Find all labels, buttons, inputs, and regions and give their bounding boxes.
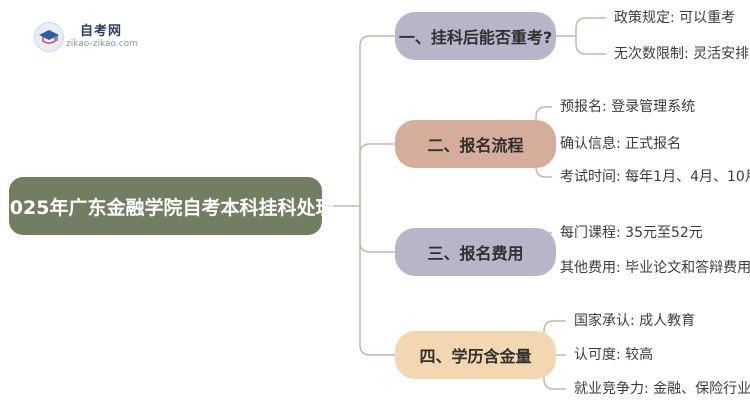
site-logo[interactable]: 自考网 zikao-zikao.com (28, 18, 168, 54)
leaf-node: 其他费用: 毕业论文和答辩费用 (560, 260, 750, 276)
branch-node-degree-value: 四、学历含金量 (395, 331, 556, 379)
leaf-node: 政策规定: 可以重考 (614, 10, 736, 26)
leaf-node: 认可度: 较高 (574, 347, 654, 363)
leaf-node: 国家承认: 成人教育 (574, 313, 696, 329)
connector-root-branch-4 (359, 206, 395, 356)
leaf-node: 预报名: 登录管理系统 (560, 99, 696, 115)
root-node: 2025年广东金融学院自考本科挂科处理 (0, 177, 334, 235)
leaf-node: 确认信息: 正式报名 (560, 136, 682, 152)
connector-branch-1-leaf-2 (575, 36, 606, 55)
leaf-node: 就业竞争力: 金融、保险行业 (574, 381, 750, 397)
leaf-node: 无次数限制: 灵活安排 (614, 46, 750, 62)
connector-root-branch-2 (359, 143, 395, 206)
connector-branch-4-leaf-3 (543, 355, 566, 390)
logo-url: zikao-zikao.com (66, 39, 138, 49)
connector-root-branch-1 (359, 35, 395, 206)
branch-node-retake: 一、挂科后能否重考? (395, 12, 556, 60)
graduation-cap-icon (34, 22, 64, 52)
connector-branch-1-leaf-1 (575, 17, 606, 36)
leaf-node: 每门课程: 35元至52元 (560, 225, 703, 241)
connector-branch-4-leaf-1 (543, 320, 566, 355)
connector-branch-2-leaf-1 (535, 106, 552, 144)
branch-node-registration-fee: 三、报名费用 (395, 228, 556, 276)
connector-root-branch-3 (359, 206, 395, 253)
leaf-node: 考试时间: 每年1月、4月、10月 (560, 169, 750, 185)
branch-node-registration-process: 二、报名流程 (395, 120, 556, 168)
logo-title: 自考网 (80, 24, 123, 39)
